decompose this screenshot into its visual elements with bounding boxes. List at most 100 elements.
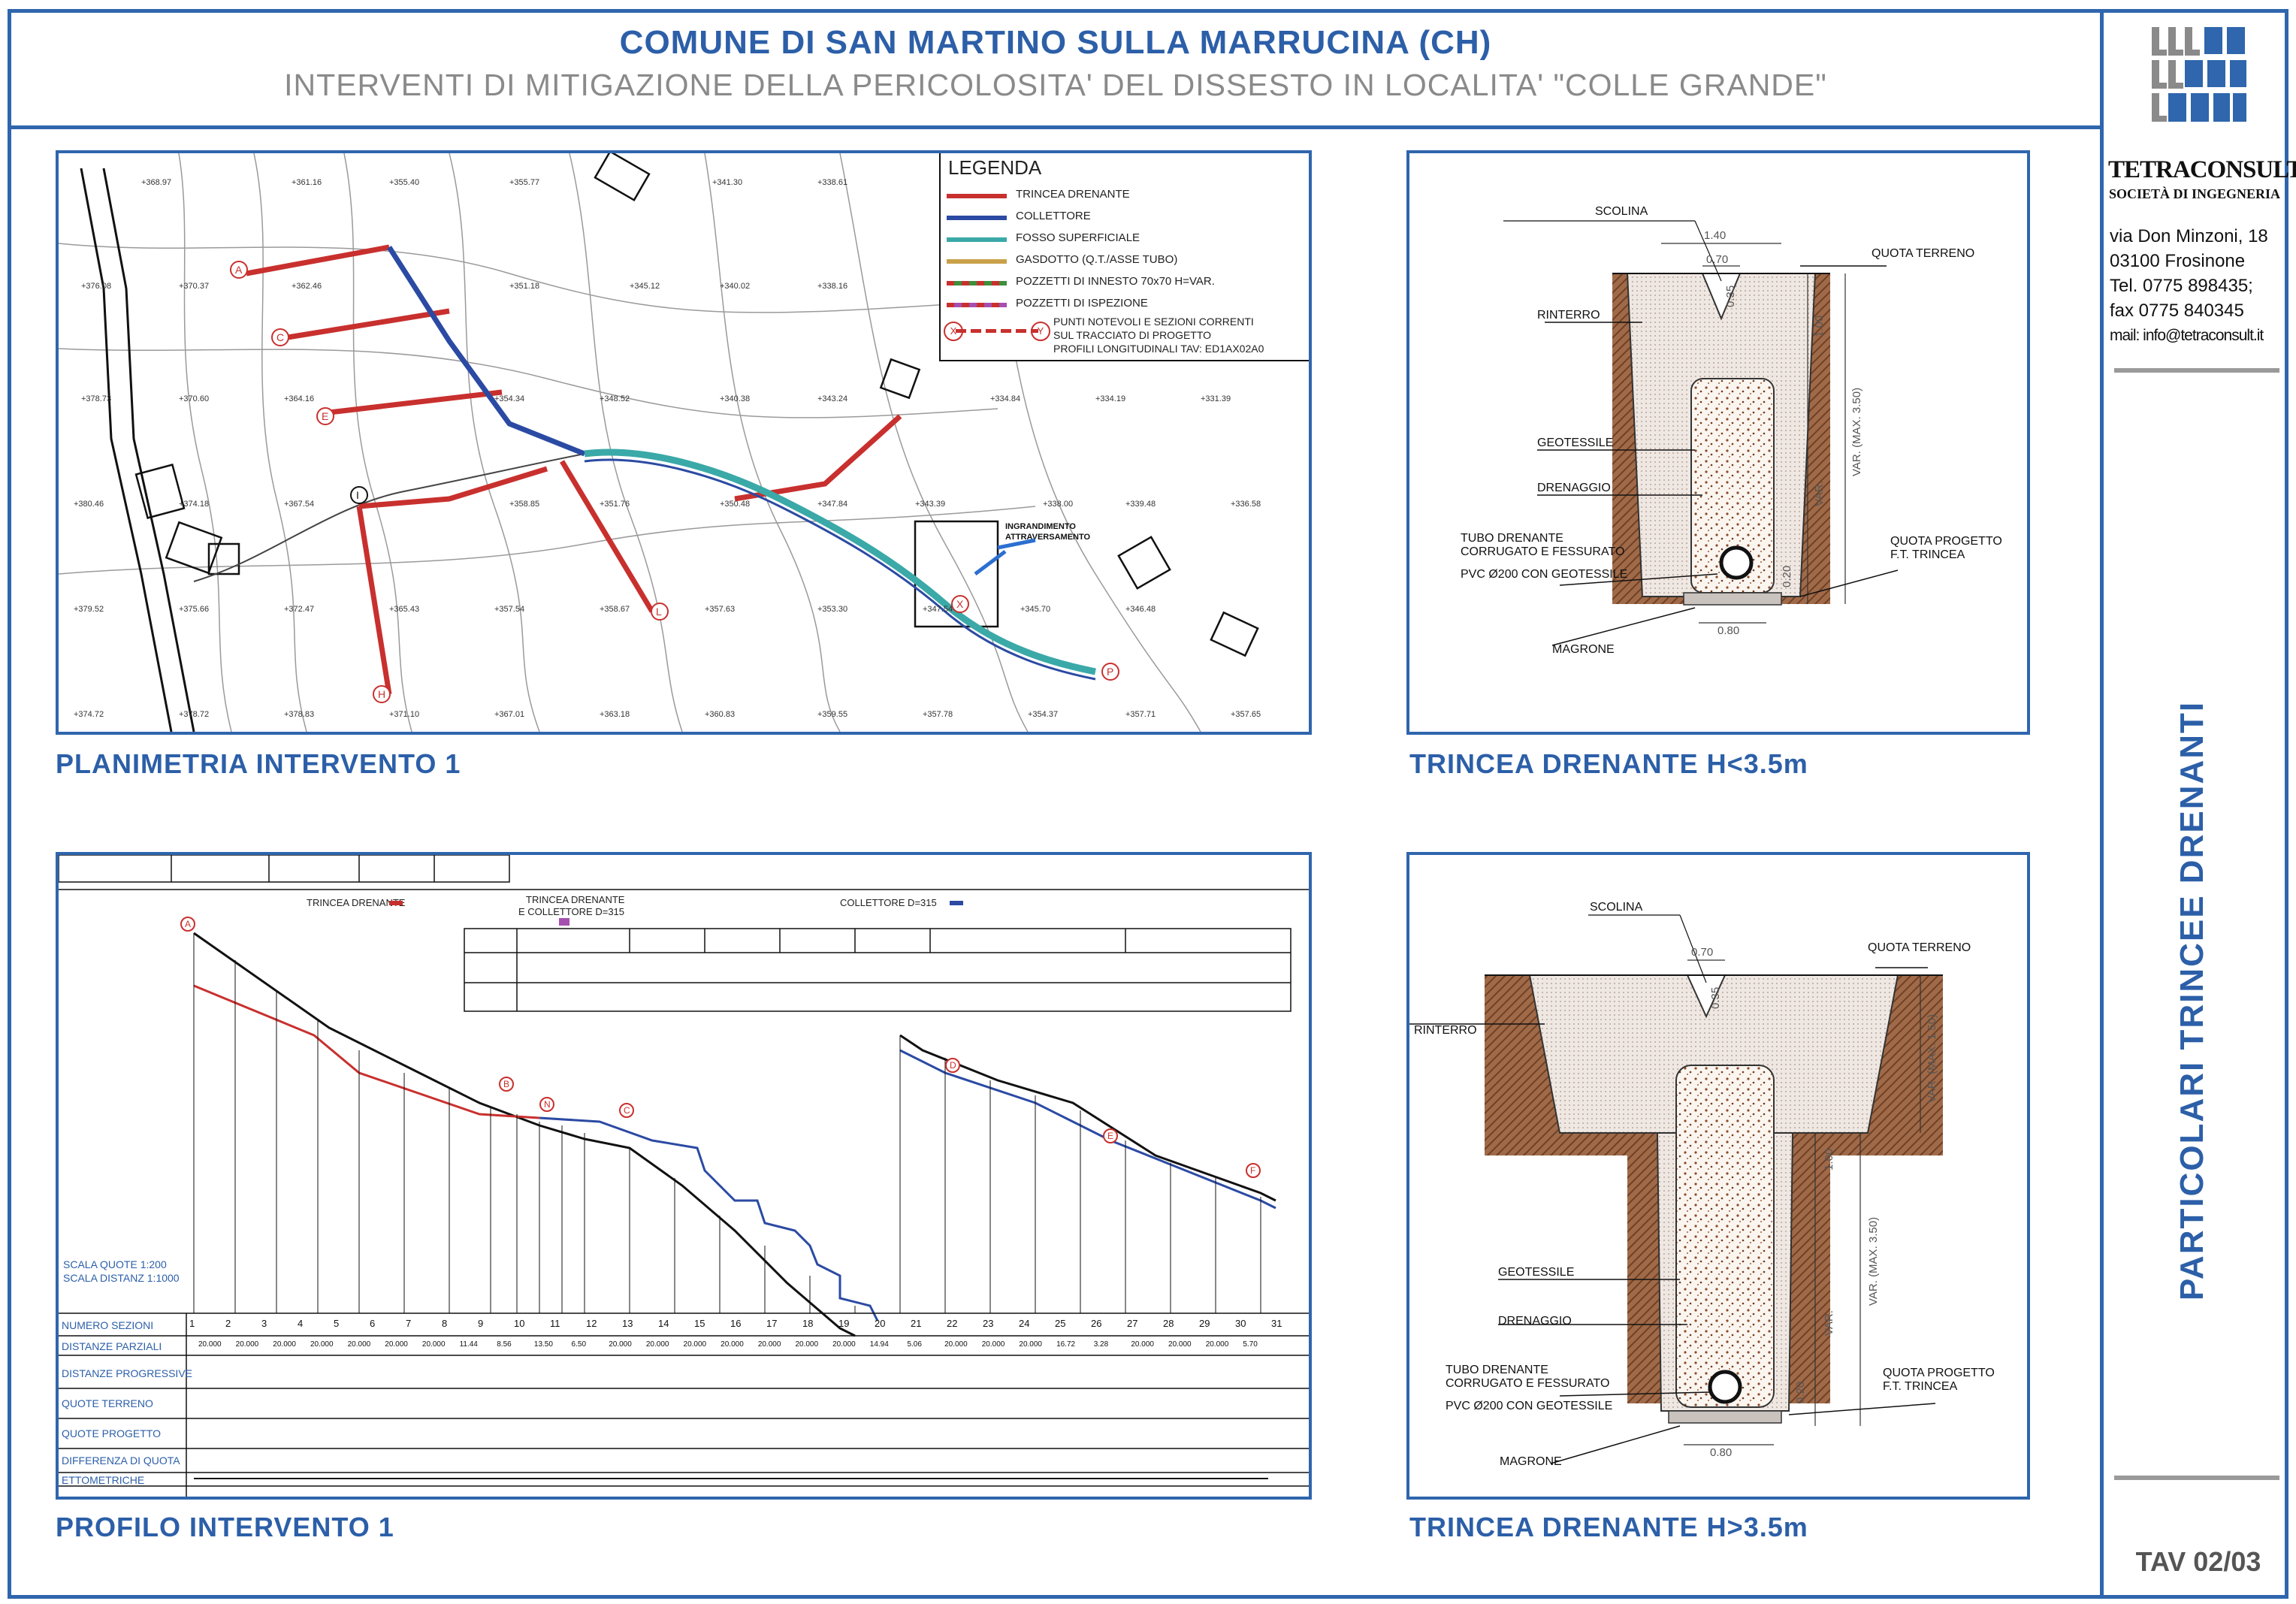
profile-legend-trench: TRINCEA DRENANTE: [307, 897, 406, 908]
svg-text:+346.48: +346.48: [1125, 605, 1156, 614]
svg-text:+357.71: +357.71: [1125, 710, 1156, 719]
detail-a-label-tubo-1: TUBO DRENANTE: [1461, 532, 1563, 545]
detail-b-drawing: SCOLINA QUOTA TERRENO RINTERRO GEOTESSIL…: [1409, 901, 1995, 1468]
x-marker-icon: X: [944, 322, 963, 341]
detail-a-dim-bottom: 0.80: [1717, 624, 1739, 637]
spot-heights: +368.97+361.16+355.40 +355.77+341.30+338…: [74, 178, 1261, 719]
detail-b-magrone: [1668, 1410, 1782, 1424]
svg-text:+365.43: +365.43: [389, 605, 419, 614]
profile-point-markers: A B N C D E F: [180, 917, 1261, 1178]
partial-distance: 14.94: [869, 1340, 889, 1349]
profile-legend-trench-coll-2: E COLLETTORE D=315: [518, 906, 624, 917]
sidebar-divider-top: [2114, 368, 2279, 373]
legend-swatch-inspection-wells: [947, 303, 1007, 307]
buildings: [134, 153, 1259, 657]
section-number: 26: [1091, 1318, 1102, 1329]
partial-distance: 20.000: [385, 1340, 408, 1349]
svg-text:+334.19: +334.19: [1095, 394, 1125, 403]
detail-a-label-rinterro: RINTERRO: [1537, 309, 1600, 322]
section-number: 20: [875, 1318, 886, 1329]
partial-distance: 16.72: [1056, 1340, 1076, 1349]
partial-distance: 8.56: [497, 1340, 512, 1349]
partial-distance: 20.000: [981, 1340, 1005, 1349]
svg-text:+339.48: +339.48: [1125, 500, 1156, 509]
row-label-section-numbers: NUMERO SEZIONI: [62, 1319, 154, 1331]
svg-text:+341.30: +341.30: [712, 178, 742, 187]
detail-b-label-geotessile: GEOTESSILE: [1498, 1266, 1574, 1279]
company-subtitle: SOCIETÀ DI INGEGNERIA: [2108, 186, 2281, 201]
detail-a-label-drenaggio: DRENAGGIO: [1537, 482, 1611, 494]
svg-text:C: C: [624, 1105, 630, 1116]
svg-text:H: H: [378, 688, 385, 700]
detail-a-label-quota-terreno: QUOTA TERRENO: [1872, 247, 1974, 260]
detail-a-label-quota-progetto-2: F.T. TRINCEA: [1890, 548, 1965, 561]
trench-lines: [246, 244, 902, 695]
svg-text:+363.18: +363.18: [600, 710, 630, 719]
enlarge-blue-line-2: [974, 550, 1007, 575]
detail-b-dim-100: 1.00: [1823, 1149, 1835, 1171]
legend-item-points: X Y PUNTI NOTEVOLI E SEZIONI CORRENTI SU…: [941, 316, 1309, 361]
detail-b-dim-bottom: 0.80: [1710, 1446, 1732, 1459]
legend-swatch-junction-wells: [947, 281, 1007, 285]
row-label-partial-distances: DISTANZE PARZIALI: [62, 1340, 162, 1352]
partial-distance-row: 20.000 20.000 20.000 20.000 20.000 20.000 20.0…: [59, 1339, 1309, 1352]
plan-legend: LEGENDA TRINCEA DRENANTE COLLETTORE FOSS…: [939, 153, 1309, 361]
svg-text:+378.73: +378.73: [81, 394, 111, 403]
partial-distance: 20.000: [347, 1340, 371, 1349]
profile-panel: TRINCEA DRENANTE TRINCEA DRENANTE E COLL…: [56, 852, 1312, 1500]
partial-distance: 11.44: [459, 1340, 478, 1349]
sheet-title-wrapper: PARTICOLARI TRINCEE DRENANTI: [2174, 701, 2210, 1300]
sheet-title: PARTICOLARI TRINCEE DRENANTI: [2174, 700, 2210, 1301]
company-address-2: 03100 Frosinone: [2110, 251, 2246, 271]
ground-profile-line: [193, 932, 856, 1337]
detail-a-label-magrone: MAGRONE: [1552, 643, 1615, 656]
legend-item-junction-wells: POZZETTI DI INNESTO 70x70 H=VAR.: [941, 272, 1309, 294]
detail-b-dim-035: 0.35: [1709, 987, 1722, 1009]
svg-text:+357.54: +357.54: [494, 605, 524, 614]
detail-a-magrone: [1683, 592, 1782, 606]
svg-text:+357.63: +357.63: [705, 605, 735, 614]
partial-distance: 20.000: [421, 1340, 446, 1349]
partial-distance: 20.000: [1131, 1340, 1154, 1349]
svg-text:N: N: [544, 1099, 551, 1110]
legend-item-trench: TRINCEA DRENANTE: [941, 185, 1309, 207]
detail-b-label-quota-progetto-2: F.T. TRINCEA: [1883, 1380, 1958, 1393]
drawing-title: COMUNE DI SAN MARTINO SULLA MARRUCINA (C…: [619, 24, 1492, 61]
section-number: 19: [838, 1318, 850, 1329]
legend-label-points-1: PUNTI NOTEVOLI E SEZIONI CORRENTI: [1053, 316, 1254, 328]
section-number: 1: [189, 1318, 195, 1329]
detail-a-dim-scolina: 0.70: [1706, 253, 1728, 266]
detail-b-label-drenaggio: DRENAGGIO: [1498, 1315, 1572, 1328]
svg-text:+343.24: +343.24: [817, 394, 847, 403]
svg-text:+378.72: +378.72: [179, 710, 209, 719]
svg-text:+348.52: +348.52: [600, 394, 630, 403]
svg-text:+355.77: +355.77: [509, 178, 539, 187]
svg-text:+340.02: +340.02: [720, 282, 750, 291]
partial-distance: 20.000: [235, 1340, 259, 1349]
detail-a-dim-top: 1.40: [1704, 229, 1726, 242]
svg-text:+380.46: +380.46: [74, 500, 104, 509]
profile-legend-collector-swatch: [950, 901, 963, 905]
trench-profile-line: [193, 984, 540, 1119]
y-marker-icon: Y: [1031, 322, 1050, 341]
detail-a-panel: SCOLINA QUOTA TERRENO RINTERRO GEOTESSIL…: [1406, 150, 2030, 735]
legend-swatch-trench: [947, 194, 1007, 198]
company-phone: Tel. 0775 898435;: [2110, 276, 2253, 296]
legend-swatch-collector: [947, 216, 1007, 220]
section-number: 23: [983, 1318, 994, 1329]
company-name: TETRACONSULT: [2108, 156, 2296, 183]
section-number: 3: [261, 1318, 267, 1329]
partial-distance: 20.000: [944, 1340, 968, 1349]
section-number: 28: [1163, 1318, 1174, 1329]
company-fax: fax 0775 840345: [2110, 301, 2244, 321]
partial-distance: 13.50: [533, 1340, 553, 1349]
svg-text:+362.46: +362.46: [292, 282, 322, 291]
section-number: 9: [478, 1318, 484, 1329]
section-verticals: [193, 933, 1261, 1313]
profile-top-table: [59, 855, 1309, 890]
svg-text:+340.38: +340.38: [720, 394, 750, 403]
enlarge-blue-line: [997, 538, 1036, 550]
legend-swatch-gas: [947, 259, 1007, 264]
section-number: 4: [298, 1318, 304, 1329]
